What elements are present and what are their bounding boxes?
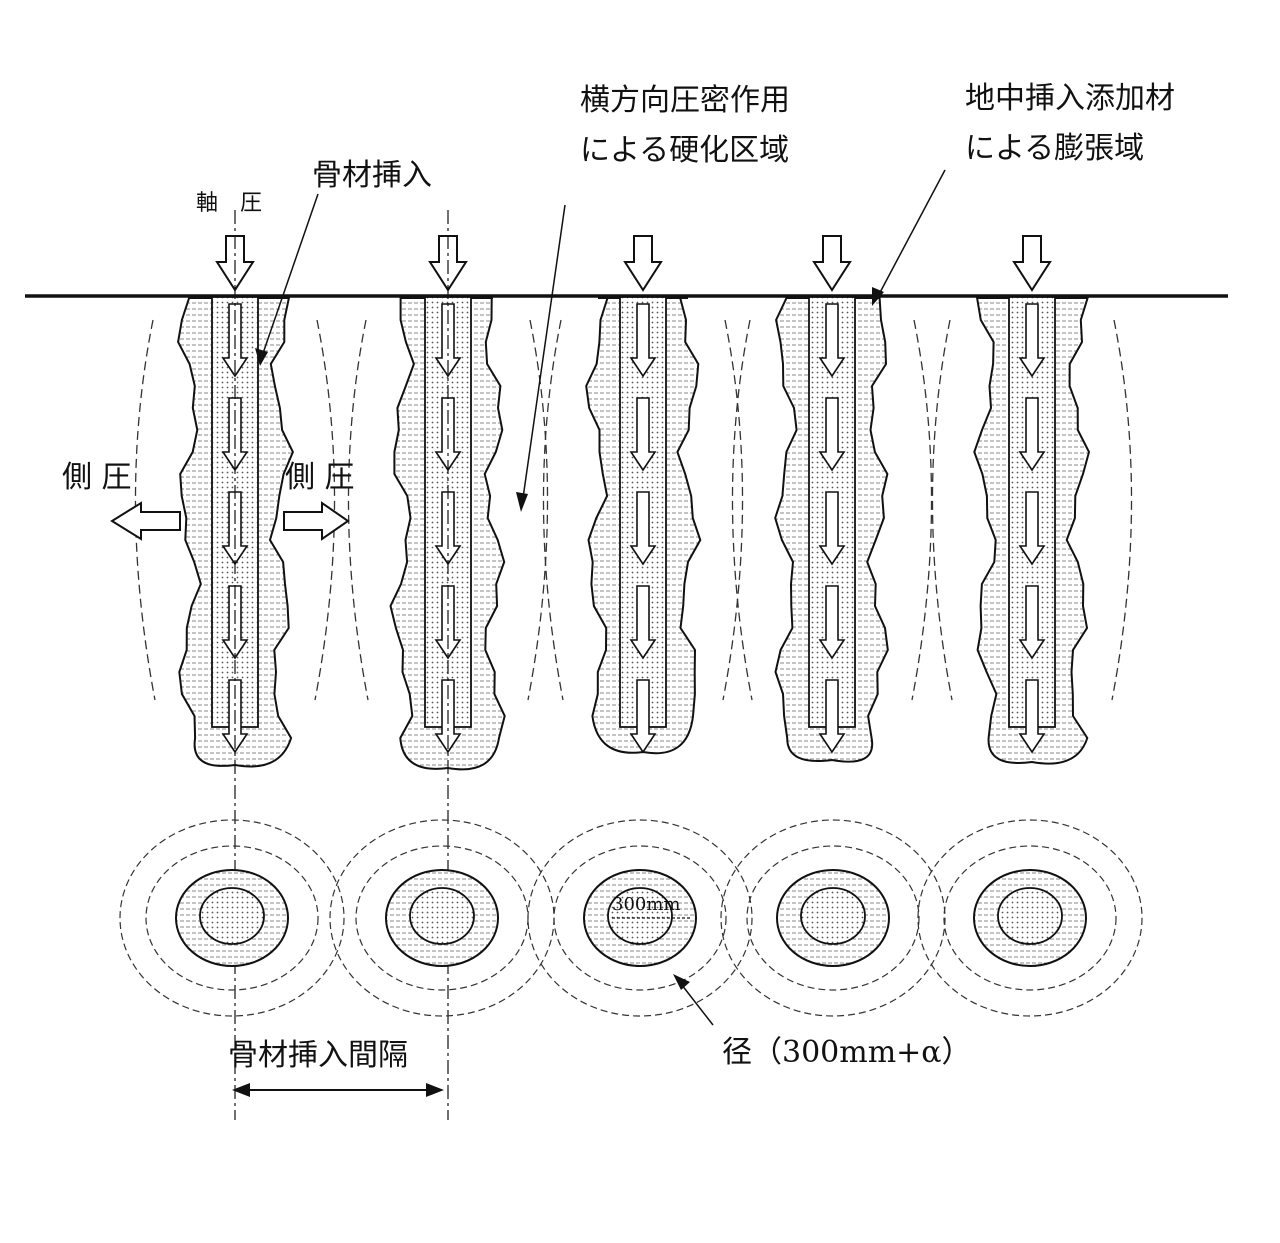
expansion-zone-boundary (527, 319, 549, 701)
plan-view (119, 819, 1143, 1017)
insertion-arrow (818, 397, 846, 472)
insertion-arrow (1018, 679, 1046, 754)
insertion-arrow (818, 679, 846, 754)
column-2-plan (329, 819, 555, 1017)
column-2-elevation (347, 235, 549, 771)
axial-pressure-arrow (623, 235, 663, 292)
expansion-zone-inner (746, 845, 920, 991)
expansion-zone-inner (553, 845, 727, 991)
expansion-zone-label-line1: 地中挿入添加材 (965, 81, 1175, 116)
diameter-note-label: 径（300mm+α） (722, 1035, 972, 1070)
aggregate-core-section (199, 887, 265, 945)
expansion-zone-inner (355, 845, 529, 991)
expansion-zone-boundary (347, 319, 369, 701)
aggregate-core-section (607, 887, 673, 945)
insertion-arrow (1018, 585, 1046, 660)
insertion-arrow (434, 397, 462, 472)
expansion-zone-leader (875, 169, 946, 301)
column-1-plan (119, 819, 345, 1017)
column-5-plan (917, 819, 1143, 1017)
lateral-pressure-left-label: 側 圧 (62, 460, 132, 495)
expansion-zone-boundary (931, 319, 953, 701)
expansion-zone-boundary (722, 319, 744, 701)
column-4-elevation (731, 235, 933, 763)
expansion-zone-boundary (314, 319, 336, 701)
column-3-elevation (542, 235, 744, 755)
aggregate-insertion-leader-head (255, 348, 268, 366)
aggregate-core-section (800, 887, 866, 945)
hardened-zone-label-line1: 横方向圧密作用 (580, 83, 790, 118)
interval-arrow-right (426, 1083, 444, 1097)
expansion-zone-outer (119, 819, 345, 1017)
expansion-zone-inner (145, 845, 319, 991)
insertion-arrow (629, 585, 657, 660)
lateral-pressure-left-arrow (110, 501, 181, 541)
aggregate-insertion-leader (259, 193, 319, 363)
axial-pressure-arrow (1012, 235, 1052, 292)
lateral-pressure-right-arrow (283, 501, 350, 541)
insertion-arrow (629, 491, 657, 566)
insertion-interval-label: 骨材挿入間隔 (228, 1038, 408, 1073)
aggregate-insertion-label: 骨材挿入 (312, 158, 432, 193)
axial-pressure-arrow (812, 235, 852, 292)
expansion-zone-label-line2: による膨張域 (965, 131, 1144, 166)
insertion-arrow (1018, 491, 1046, 566)
insertion-arrow (629, 679, 657, 754)
insertion-arrow (818, 303, 846, 378)
expansion-zone-outer (917, 819, 1143, 1017)
column-4-plan (720, 819, 946, 1017)
expansion-zone-outer (720, 819, 946, 1017)
column-5-elevation (931, 235, 1133, 765)
expansion-zone-leader-head (872, 287, 884, 306)
interval-arrow-left (232, 1083, 250, 1097)
lateral-pressure-right-label: 側 圧 (285, 460, 355, 495)
insertion-arrow (629, 303, 657, 378)
expansion-zone-boundary (134, 319, 156, 701)
hardened-zone-label-line2: による硬化区域 (580, 133, 789, 168)
insertion-arrow (818, 585, 846, 660)
insertion-arrow (629, 397, 657, 472)
aggregate-core-section (997, 887, 1063, 945)
elevation-view (134, 210, 1133, 1120)
diameter-leader (677, 979, 714, 1026)
diameter-leader-head (673, 974, 690, 990)
expansion-zone-boundary (1111, 319, 1133, 701)
expansion-zone-inner (943, 845, 1117, 991)
insertion-arrow (221, 397, 249, 472)
insertion-arrow (818, 491, 846, 566)
expansion-zone-boundary (911, 319, 933, 701)
axial-pressure-label: 軸 圧 (196, 191, 262, 216)
insertion-arrow (1018, 397, 1046, 472)
expansion-zone-boundary (731, 319, 753, 701)
insertion-arrow (1018, 303, 1046, 378)
core-diameter-label: 300mm (612, 894, 681, 915)
hardened-zone-leader (521, 204, 566, 506)
hardened-zone-leader-head (516, 492, 528, 512)
aggregate-core-section (409, 887, 475, 945)
expansion-zone-boundary (542, 319, 564, 701)
expansion-zone-outer (527, 819, 753, 1017)
